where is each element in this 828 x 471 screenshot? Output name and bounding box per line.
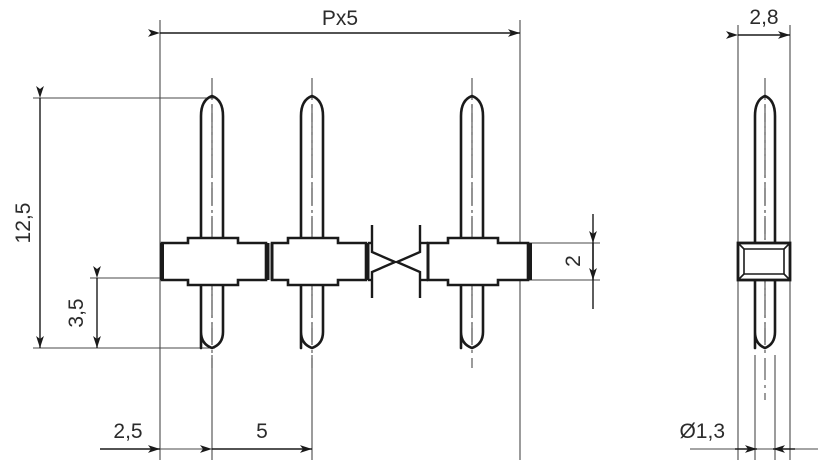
dimension-2-8: 2,8	[726, 6, 790, 39]
pin-2-body	[299, 94, 325, 350]
dimension-dia-1-3: Ø1,3	[679, 420, 795, 453]
chamfer-br	[783, 273, 791, 281]
body-segment-1	[160, 236, 270, 287]
dimension-label-dia-1-3: Ø1,3	[679, 420, 725, 443]
side-pin	[753, 94, 777, 350]
dimension-label-2: 2	[562, 255, 585, 267]
pin-1-body	[199, 94, 225, 350]
side-pin-body	[753, 94, 777, 350]
extension-lines	[33, 20, 600, 460]
pin-2	[299, 94, 325, 350]
dimension-3-5: 3,5	[65, 266, 101, 348]
chamfer-bl	[737, 273, 745, 281]
front-view: Px5 12,5 3,5 2 2,5 5	[12, 7, 600, 460]
dimension-label-2-5: 2,5	[113, 420, 142, 443]
dimension-label-3-5: 3,5	[65, 298, 88, 327]
dimension-5: 5	[200, 420, 312, 453]
side-body-block	[736, 241, 792, 282]
body-segment-2	[270, 236, 370, 287]
pin-3-body	[459, 94, 485, 350]
dimension-12-5: 12,5	[12, 86, 44, 348]
dimension-label-2-8: 2,8	[749, 6, 778, 29]
dimension-label-12-5: 12,5	[12, 203, 35, 244]
dimension-2: 2	[562, 214, 597, 309]
pin-1	[199, 94, 225, 350]
dimension-px5: Px5	[148, 7, 520, 37]
dimension-label-px5: Px5	[322, 7, 358, 30]
chamfer-tl	[737, 242, 745, 250]
body-segment-3	[426, 236, 532, 287]
side-body-inner	[743, 248, 785, 275]
dimension-label-5: 5	[256, 420, 268, 443]
side-view: 2,8 Ø1,3	[679, 6, 818, 460]
centerlines	[211, 78, 473, 368]
pin-3	[459, 94, 485, 350]
chamfer-tr	[783, 242, 791, 250]
break-symbol	[368, 225, 428, 298]
dimension-2-5: 2,5	[100, 420, 160, 453]
